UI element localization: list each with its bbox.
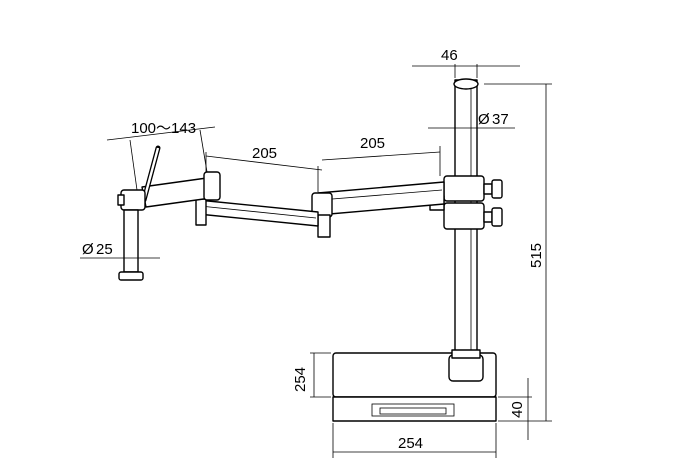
outer-arm-edge (199, 205, 317, 219)
column-lower-ring (451, 349, 481, 359)
dim-515-label: 515 (528, 243, 545, 268)
dim-254-vertical-label: 254 (292, 367, 309, 392)
dim-base-width: 254 (332, 423, 497, 458)
dim-37-label: 37 (492, 111, 509, 128)
column (448, 78, 484, 382)
dim-column-top-width: 46 (412, 47, 520, 78)
dim-total-height: 515 (484, 83, 552, 422)
column-shaft (454, 79, 478, 381)
outer-arm-hub (195, 198, 207, 226)
dim-base-height: 254 (292, 352, 331, 398)
base-slot-inner (379, 407, 447, 415)
dim-diameter-symbol: Ø (478, 111, 490, 128)
holder-foot (118, 271, 144, 281)
dim-arm-length-2: 205 (321, 135, 441, 176)
dim-column-diameter: Ø 37 (428, 111, 515, 129)
lower-clamp (443, 202, 485, 230)
upper-clamp (443, 175, 485, 202)
dim-holder-diameter-symbol: Ø (82, 241, 94, 258)
lower-knob-stem (483, 211, 493, 223)
inner-arm-joint-lower (317, 214, 331, 238)
inner-arm (311, 181, 445, 238)
handle-lever-core (142, 147, 160, 201)
holder (117, 145, 161, 281)
dim-arm-length-1: 205 (205, 145, 323, 192)
dim-arm-range: 100～143 (106, 120, 216, 191)
inner-arm-edge (319, 189, 443, 201)
upper-link-joint (203, 171, 221, 201)
base-bottom-plate (332, 396, 497, 422)
dim-base-depth: 40 (498, 378, 532, 440)
column-foot-collar (448, 354, 484, 382)
upper-knob-stem (483, 183, 493, 195)
dim-205-second-label: 205 (360, 135, 385, 152)
outer-arm-bar (197, 199, 319, 227)
column-top-cap (453, 78, 479, 90)
dim-205-first-label: 205 (252, 145, 277, 162)
lower-knob (491, 207, 503, 227)
holder-shaft (123, 209, 139, 273)
dim-46-label: 46 (441, 47, 458, 64)
outer-arm (141, 171, 319, 227)
dim-40-label: 40 (509, 401, 526, 418)
holder-pin (117, 194, 125, 206)
dim-254-horizontal-label: 254 (398, 435, 423, 452)
upper-knob (491, 179, 503, 199)
dim-holder-diameter: Ø 25 (80, 241, 160, 266)
dim-25-label: 25 (96, 241, 113, 258)
base-slot (371, 403, 455, 417)
dim-arm-range-label: 100～143 (131, 120, 196, 137)
